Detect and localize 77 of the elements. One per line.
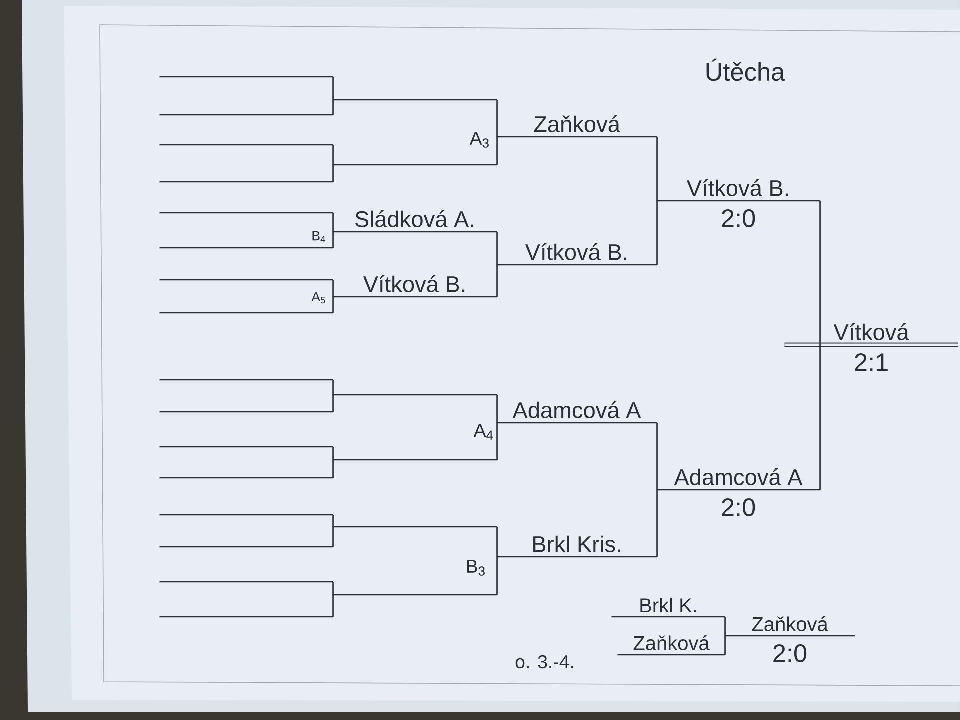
bracket-line [160, 312, 334, 314]
match-code: B$_{4}$ [312, 231, 326, 243]
bracket-connector [496, 423, 498, 460]
bracket-line [332, 526, 498, 528]
bracket-connector [332, 232, 334, 248]
bracket-connector [496, 100, 498, 137]
bracket-line [160, 477, 334, 479]
bracket-line [332, 394, 498, 396]
bracket-line [160, 212, 334, 214]
bracket-connector [820, 345, 821, 490]
bracket-connector [332, 515, 334, 527]
bracket-line [160, 247, 334, 249]
bracket-line [160, 76, 334, 78]
bracket-connector [332, 100, 334, 115]
bracket-line [160, 581, 334, 583]
player-name: Brkl K. [640, 598, 696, 612]
match-code: A$_{5}$ [312, 292, 326, 304]
bracket-line [332, 594, 498, 596]
match-code: A$_{4}$ [474, 424, 494, 440]
bracket-connector [332, 165, 334, 182]
bracket-line [160, 546, 334, 548]
bracket-connector [820, 201, 821, 345]
bracket-connector [496, 527, 498, 557]
bracket-connector [332, 447, 334, 460]
bracket-connector [332, 145, 334, 165]
bracket-connector [656, 137, 658, 201]
bracket-line [160, 411, 334, 413]
player-name: Adamcová A [512, 402, 642, 418]
bracket-connector [332, 595, 334, 617]
bracket-line [332, 164, 498, 166]
player-name: Adamcová A [674, 468, 803, 486]
bracket-connector [496, 137, 498, 165]
note-text: o. 3.-4. [516, 655, 574, 669]
match-score: 2:0 [722, 498, 756, 516]
bracket-connector [332, 213, 334, 232]
bracket-line [160, 279, 334, 281]
bracket-connector [332, 395, 334, 412]
bracket-line [160, 446, 334, 448]
bracket-connector [656, 201, 658, 265]
bracket-connector [496, 395, 498, 423]
player-name: Brkl Kris. [534, 536, 620, 552]
bracket-connector [332, 280, 334, 297]
player-name: Zaňková [534, 116, 620, 132]
player-name: Vítková B. [686, 180, 788, 196]
heading: Útěcha [706, 58, 786, 82]
bracket-connector [332, 380, 334, 395]
bracket-connector [656, 490, 658, 557]
bracket-line [332, 459, 498, 461]
bracket-connector [496, 265, 498, 297]
bracket-connector [724, 617, 726, 636]
bracket-connector [332, 582, 334, 595]
bracket-line [160, 616, 334, 618]
bracket-line [160, 114, 334, 116]
bracket-connector [332, 527, 334, 547]
match-score: 2:1 [855, 354, 888, 372]
player-name: Zaňková [752, 616, 828, 632]
match-score: 2:0 [774, 644, 807, 662]
player-name: Zaňková [634, 636, 710, 650]
bracket-connector [656, 423, 658, 490]
bracket-line [160, 144, 334, 146]
bracket-line [160, 181, 334, 183]
player-name: Vítková B. [363, 276, 465, 292]
bracket-connector [496, 557, 498, 595]
match-code: B$_{3}$ [467, 560, 485, 576]
bracket-connector [332, 77, 334, 100]
match-score: 2:0 [722, 210, 756, 228]
bracket-connector [496, 232, 498, 265]
bracket-line [160, 514, 334, 516]
player-name: Vítková B. [525, 244, 627, 260]
bracket-line [332, 99, 498, 101]
bracket-connector [332, 460, 334, 478]
bracket-connector [332, 297, 334, 313]
bracket-connector [724, 636, 726, 655]
player-name: Sládková A. [356, 210, 474, 228]
player-name: Vítková [834, 324, 910, 340]
match-code: A$_{3}$ [470, 132, 489, 148]
bracket-line [160, 379, 334, 381]
